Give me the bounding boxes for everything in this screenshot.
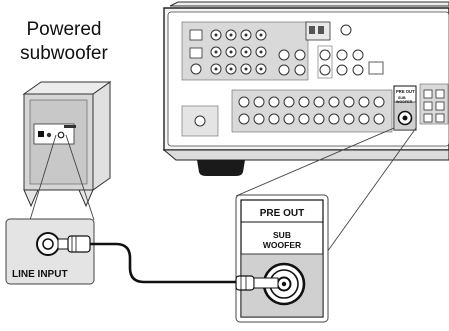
rca-plug-icon <box>67 235 91 253</box>
line-input-label: LINE INPUT <box>12 269 68 280</box>
receiver-preout-label: PRE OUT <box>396 89 415 94</box>
subwoofer-cable <box>90 242 238 284</box>
title-line-1: Powered <box>26 19 102 40</box>
sub-label: SUB <box>273 230 291 240</box>
subwoofer-jack-icon <box>57 131 65 139</box>
subwoofer-foot-left <box>23 189 39 208</box>
preout-label: PRE OUT <box>260 208 304 219</box>
preout-callout: PRE OUT SUB WOOFER <box>235 194 329 323</box>
preout-rca-plug-icon <box>235 275 279 291</box>
receiver-sub-label: SUB <box>398 96 406 100</box>
receiver-preout-port: PRE OUT SUB WOOFER <box>393 85 417 131</box>
power-switch-icon <box>38 131 44 137</box>
title-line-2: subwoofer <box>20 43 108 64</box>
line-input-callout: LINE INPUT <box>5 218 95 285</box>
av-receiver: PRE OUT SUB WOOFER <box>162 1 449 176</box>
woofer-label: WOOFER <box>263 240 301 250</box>
subwoofer-foot-right <box>78 189 94 208</box>
subwoofer-terminal-plate <box>33 123 75 145</box>
receiver-woofer-label: WOOFER <box>396 100 413 104</box>
subwoofer <box>22 81 112 208</box>
receiver-foot <box>197 160 245 176</box>
